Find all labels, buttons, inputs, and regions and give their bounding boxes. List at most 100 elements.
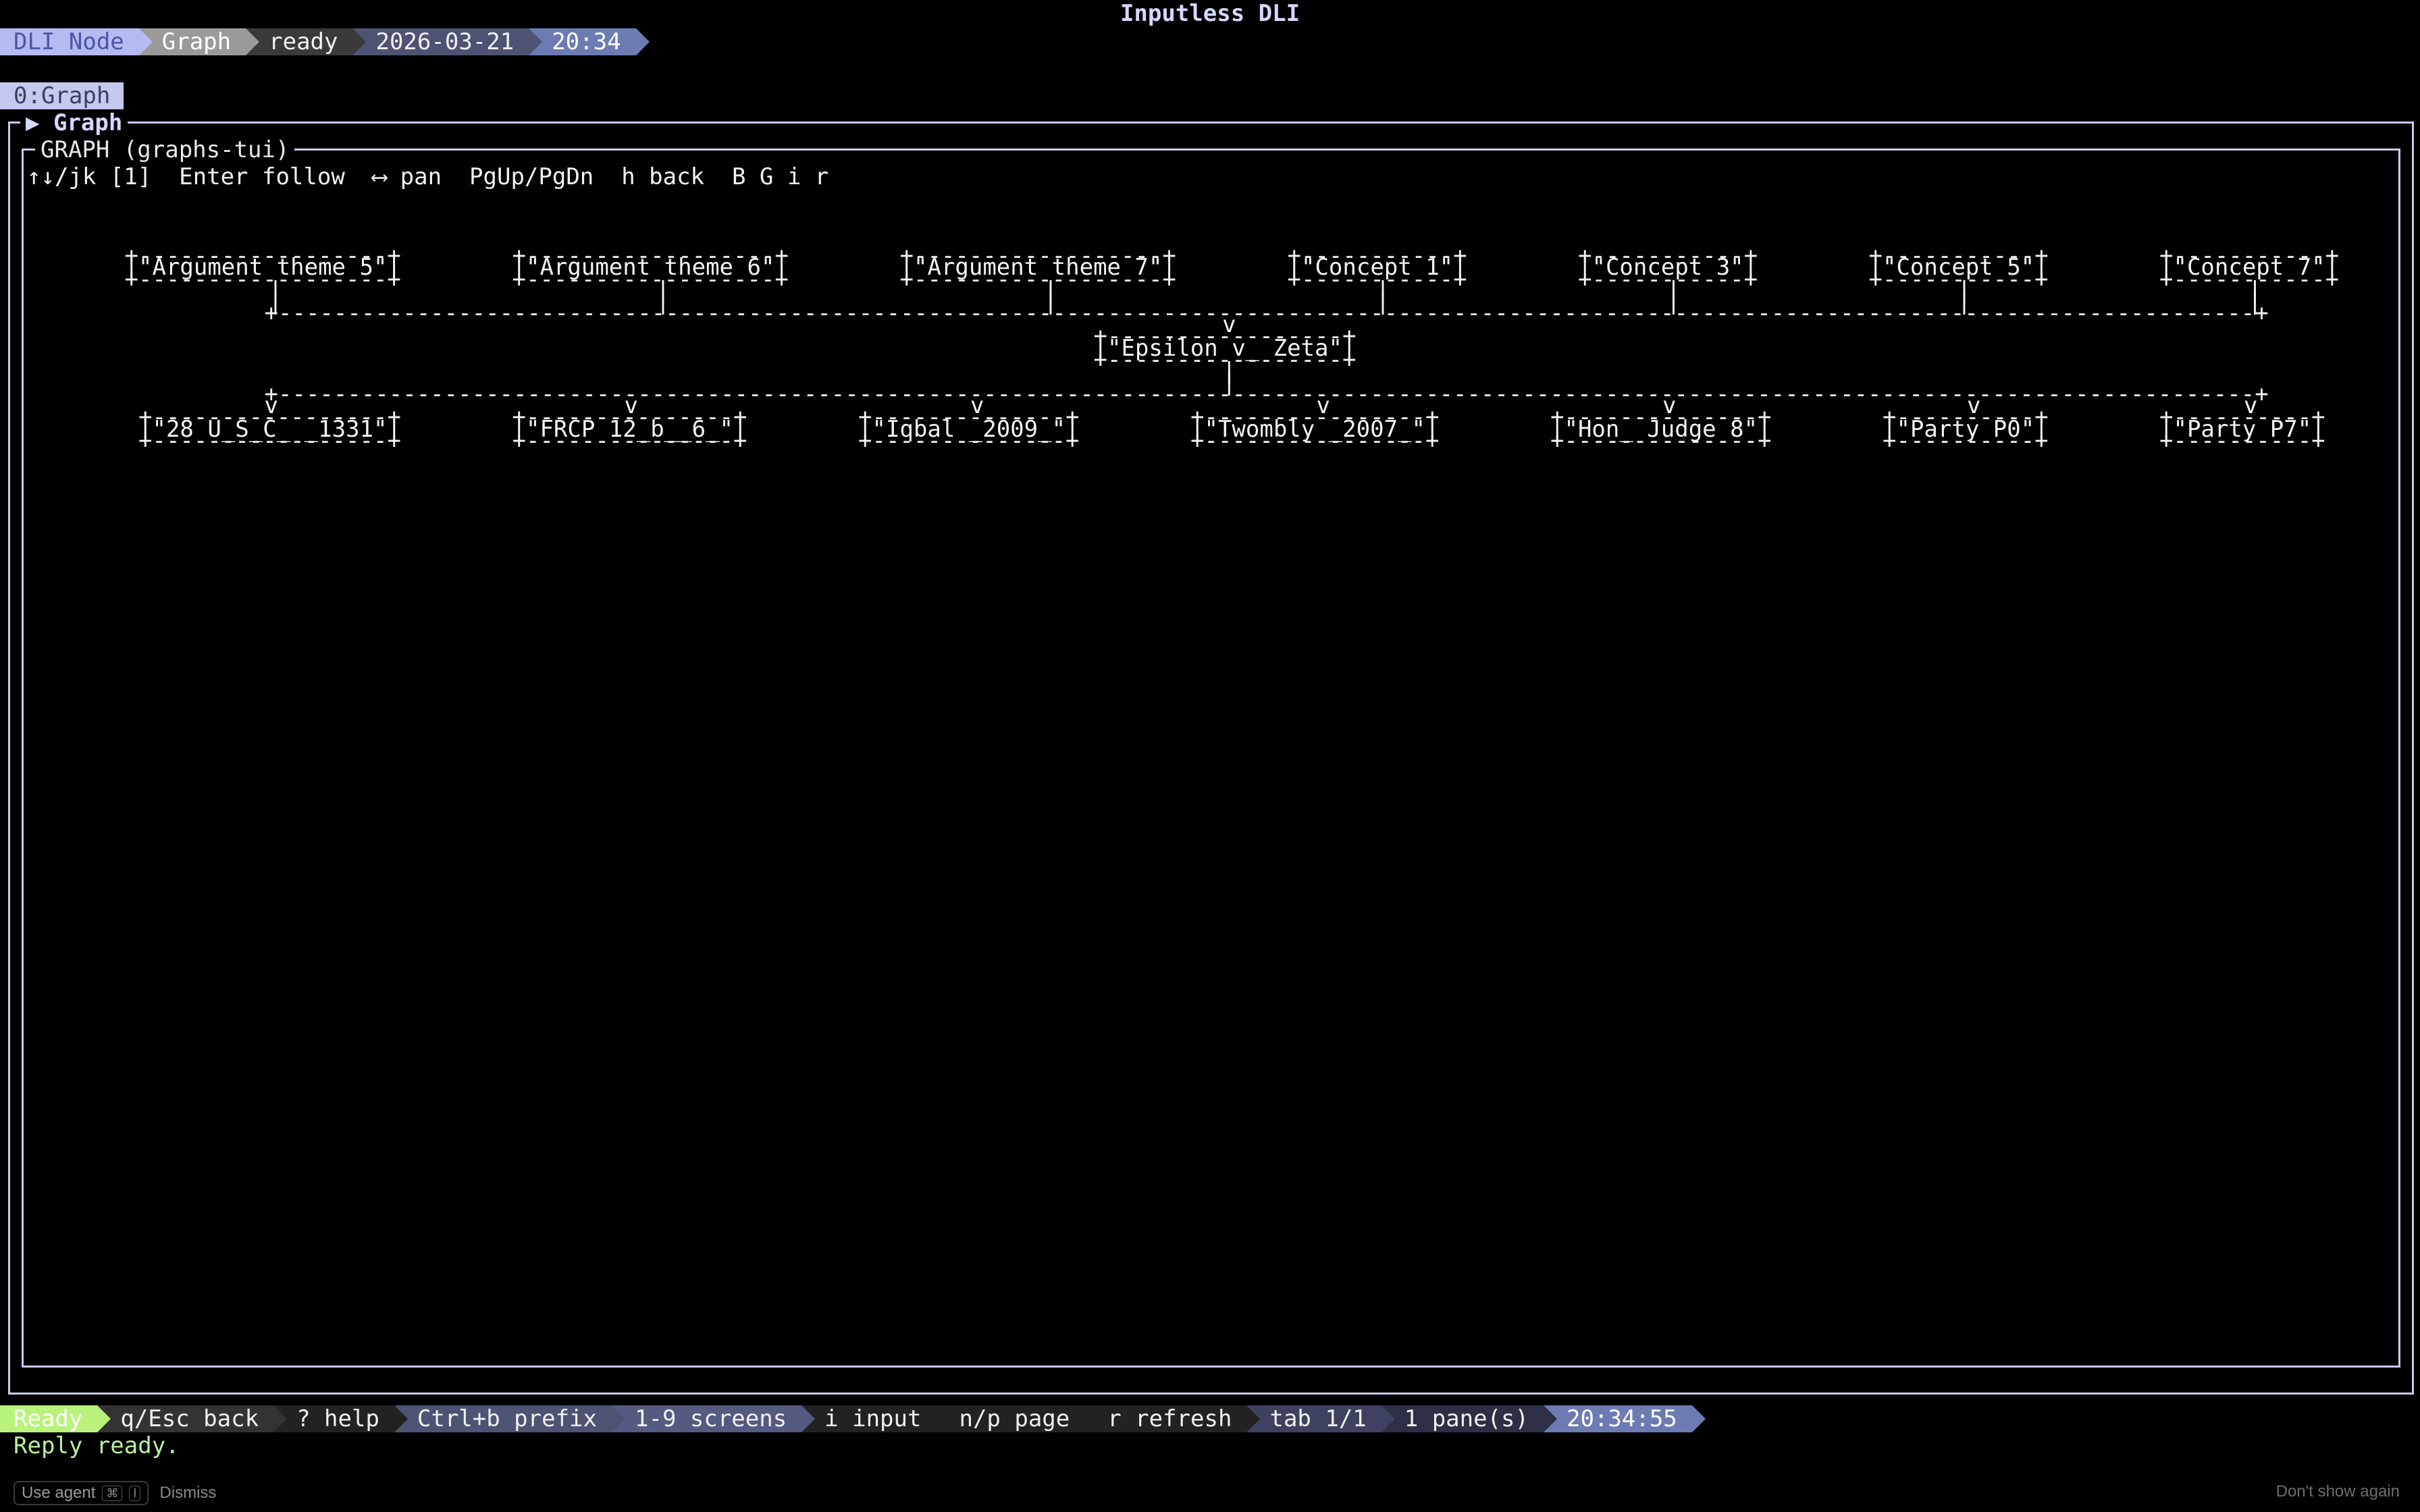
node-border: +-----------------+ (1093, 346, 1357, 374)
bottom-bar-segment-label: 1-9 screens (635, 1405, 787, 1432)
top-bar-segment-label: DLI Node (14, 28, 124, 55)
graph-node-bottom[interactable]: |"Hon_ Judge 8"| (1550, 416, 1772, 443)
node-border: +-----------------+ (138, 404, 401, 431)
graph-node-top[interactable]: |"Concept 5"| (1868, 254, 2049, 281)
bottom-bar-segment: Ready (0, 1405, 111, 1432)
use-agent-button[interactable]: Use agent ⌘ I (14, 1481, 149, 1505)
node-border: +------------------+ (512, 265, 789, 293)
edge-line: | (268, 277, 283, 304)
bottom-bar-segment: ? help (273, 1405, 408, 1432)
node-border: +-----------+ (1578, 265, 1758, 293)
bottom-bar-segment-label: Ready (14, 1405, 83, 1432)
top-bar-segment: ready (246, 28, 367, 55)
graph-node-top[interactable]: |"Concept 7"| (2159, 254, 2340, 281)
node-border: +--------------+ (858, 404, 1080, 431)
edge-line: | (268, 288, 283, 316)
edge-line: | (1222, 358, 1236, 385)
agent-hint: Use agent ⌘ I Dismiss (14, 1481, 216, 1505)
graph-node-bottom[interactable]: |"Twombly _2007_"| (1190, 416, 1440, 443)
node-border: +-----------+ (1287, 265, 1467, 293)
node-border: +-----------+ (1868, 265, 2049, 293)
app-title: Inputless DLI (1120, 0, 1300, 27)
edge-merge-line: +---------------------------------------… (264, 300, 2269, 327)
node-border: +----------+ (2159, 427, 2325, 455)
edge-arrow: v (1662, 392, 1677, 420)
bottom-bar-segment: q/Esc back (97, 1405, 288, 1432)
bottom-bar-segment-label: n/p page (959, 1405, 1070, 1432)
graph-node-top[interactable]: |"Argument theme 5"| (124, 254, 401, 281)
node-border: +----------------+ (1190, 404, 1440, 431)
edge-line: | (2248, 277, 2262, 304)
bottom-status-bar: Ready q/Esc back ? help Ctrl+b prefix 1-9 sc… (0, 1405, 1706, 1432)
node-border: +-----------+ (2159, 265, 2340, 293)
graph-pane-frame (8, 122, 2414, 1395)
node-border: +------------------+ (899, 242, 1176, 270)
node-border: +-----------+ (2159, 242, 2340, 270)
window-tab-graph[interactable]: 0:Graph (0, 82, 124, 109)
graph-node-top[interactable]: |"Concept 3"| (1578, 254, 1758, 281)
node-border: +-----------+ (1578, 242, 1758, 270)
graph-node-top[interactable]: |"Argument theme 7"| (899, 254, 1176, 281)
bottom-bar-segment-label: r refresh (1107, 1405, 1232, 1432)
top-bar-segment-label: 2026-03-21 (375, 28, 515, 55)
edge-line: | (1957, 288, 1972, 316)
graph-node-bottom[interactable]: |"28 U_S_C_ _1331"| (138, 416, 401, 443)
top-bar-segment: 2026-03-21 (352, 28, 543, 55)
dont-show-again-button[interactable]: Don't show again (2276, 1482, 2400, 1501)
top-bar-segment: 20:34 (529, 28, 650, 55)
edge-arrow: v (1222, 311, 1236, 339)
graph-node-center[interactable]: |"Epsilon v_ Zeta"| (1093, 335, 1357, 362)
graph-node-bottom[interactable]: |"FRCP 12_b__6_"| (512, 416, 747, 443)
top-bar-segment: Graph (138, 28, 260, 55)
bottom-bar-segment: 1 pane(s) (1381, 1405, 1557, 1432)
node-border: +---------------+ (512, 427, 747, 455)
node-border: +--------------+ (1550, 427, 1772, 455)
key-hints: ↑↓/jk [1] Enter follow ⟷ pan PgUp/PgDn h… (27, 163, 829, 190)
node-border: +------------------+ (124, 242, 401, 270)
edge-line: | (1043, 277, 1058, 304)
node-border: +------------------+ (899, 265, 1176, 293)
graph-node-bottom[interactable]: |"Iqbal _2009_"| (858, 416, 1080, 443)
node-border: +----------+ (2159, 404, 2325, 431)
edge-arrow: v (264, 392, 279, 420)
use-agent-label: Use agent (22, 1484, 96, 1502)
bottom-bar-segment-label: 1 pane(s) (1404, 1405, 1529, 1432)
bottom-bar-segment: Ctrl+b prefix (394, 1405, 625, 1432)
edge-line: | (1375, 277, 1390, 304)
node-border: +----------------+ (1190, 427, 1440, 455)
bottom-bar-segment-label: tab 1/1 (1269, 1405, 1367, 1432)
edge-line: | (1957, 277, 1972, 304)
node-border: +------------------+ (512, 242, 789, 270)
node-border: +-----------------+ (138, 427, 401, 455)
bottom-bar-segment: tab 1/1 (1246, 1405, 1395, 1432)
dismiss-button[interactable]: Dismiss (159, 1484, 217, 1502)
edge-arrow: v (1316, 392, 1331, 420)
graph-node-top[interactable]: |"Argument theme 6"| (512, 254, 789, 281)
graph-node-bottom[interactable]: |"Party P0"| (1883, 416, 2049, 443)
top-bar-segment: DLI Node (0, 28, 153, 55)
edge-line: | (2248, 288, 2262, 316)
pane-title[interactable]: ▶ Graph (20, 109, 128, 136)
edge-line: | (1666, 277, 1681, 304)
bottom-bar-segment-label: i input (824, 1405, 922, 1432)
node-border: +----------+ (1883, 427, 2049, 455)
node-border: +--------------+ (858, 427, 1080, 455)
bottom-bar-segment: 1-9 screens (612, 1405, 816, 1432)
node-border: +---------------+ (512, 404, 747, 431)
edge-line: | (656, 277, 670, 304)
bottom-bar-segment-label: ? help (296, 1405, 379, 1432)
edge-arrow: v (1967, 392, 1981, 420)
node-border: +------------------+ (124, 265, 401, 293)
graph-node-top[interactable]: |"Concept 1"| (1287, 254, 1467, 281)
graph-node-bottom[interactable]: |"Party P7"| (2159, 416, 2325, 443)
edge-arrow: v (624, 392, 639, 420)
edge-arrow: v (970, 392, 984, 420)
edge-line: | (1043, 288, 1058, 316)
graph-view-frame (22, 148, 2400, 1368)
bottom-bar-segment-label: 20:34:55 (1567, 1405, 1677, 1432)
command-key-icon: ⌘ (102, 1485, 123, 1501)
bottom-bar-segment-label: q/Esc back (120, 1405, 259, 1432)
edge-split-line: +---------------------------------------… (264, 381, 2269, 408)
edge-line: | (1666, 288, 1681, 316)
